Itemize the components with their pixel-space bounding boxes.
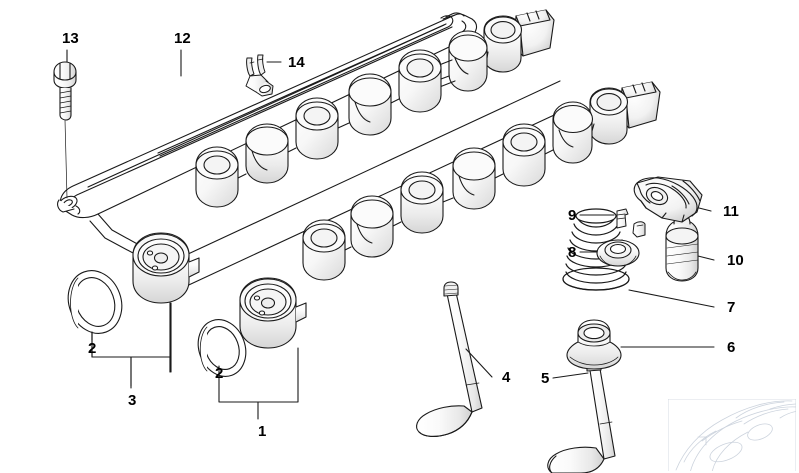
callout-12: 12 bbox=[174, 30, 191, 47]
vehicle-watermark bbox=[668, 399, 796, 471]
callout-10: 10 bbox=[727, 252, 744, 269]
callout-6: 6 bbox=[727, 339, 736, 356]
bolt-13-assembly-line bbox=[64, 119, 68, 199]
callout-13: 13 bbox=[62, 30, 79, 47]
camshaft-lower bbox=[239, 81, 661, 349]
callout-8: 8 bbox=[568, 244, 577, 261]
callout-4: 4 bbox=[502, 369, 511, 386]
callout-1: 1 bbox=[258, 423, 267, 440]
spring-retainer-8 bbox=[596, 239, 640, 267]
leader-4 bbox=[465, 348, 493, 378]
callout-2a: 2 bbox=[215, 365, 224, 382]
gasket-upper-rail bbox=[157, 15, 454, 157]
callout-11: 11 bbox=[723, 203, 739, 220]
bracket-1-rails bbox=[218, 347, 299, 420]
callout-14: 14 bbox=[288, 54, 305, 71]
sealing-ring-lower bbox=[197, 319, 247, 377]
hex-bolt-13 bbox=[53, 61, 77, 121]
leader-11 bbox=[698, 207, 712, 212]
valve-cotters-9 bbox=[616, 208, 646, 238]
camshaft-lower-sprocket bbox=[239, 277, 307, 349]
camshaft-upper-sprocket bbox=[132, 232, 200, 304]
camshaft-upper bbox=[132, 9, 581, 304]
rocker-arm-11 bbox=[633, 176, 703, 223]
callout-9: 9 bbox=[568, 207, 577, 224]
cover-gasket-bead bbox=[445, 12, 465, 18]
retaining-clip-14 bbox=[245, 54, 274, 97]
gasket-eyelet bbox=[57, 195, 81, 215]
callout-7: 7 bbox=[727, 299, 736, 316]
sealing-ring-upper bbox=[67, 270, 123, 334]
callout-3: 3 bbox=[128, 392, 137, 409]
callout-2b: 2 bbox=[88, 340, 97, 357]
valve-stem-seal-6 bbox=[566, 319, 622, 370]
intake-valve-4 bbox=[416, 281, 483, 437]
leader-5 bbox=[552, 372, 589, 379]
leader-10 bbox=[697, 255, 715, 261]
leader-7 bbox=[628, 289, 715, 308]
callout-5: 5 bbox=[541, 370, 550, 387]
bracket-3-rails bbox=[91, 302, 172, 389]
